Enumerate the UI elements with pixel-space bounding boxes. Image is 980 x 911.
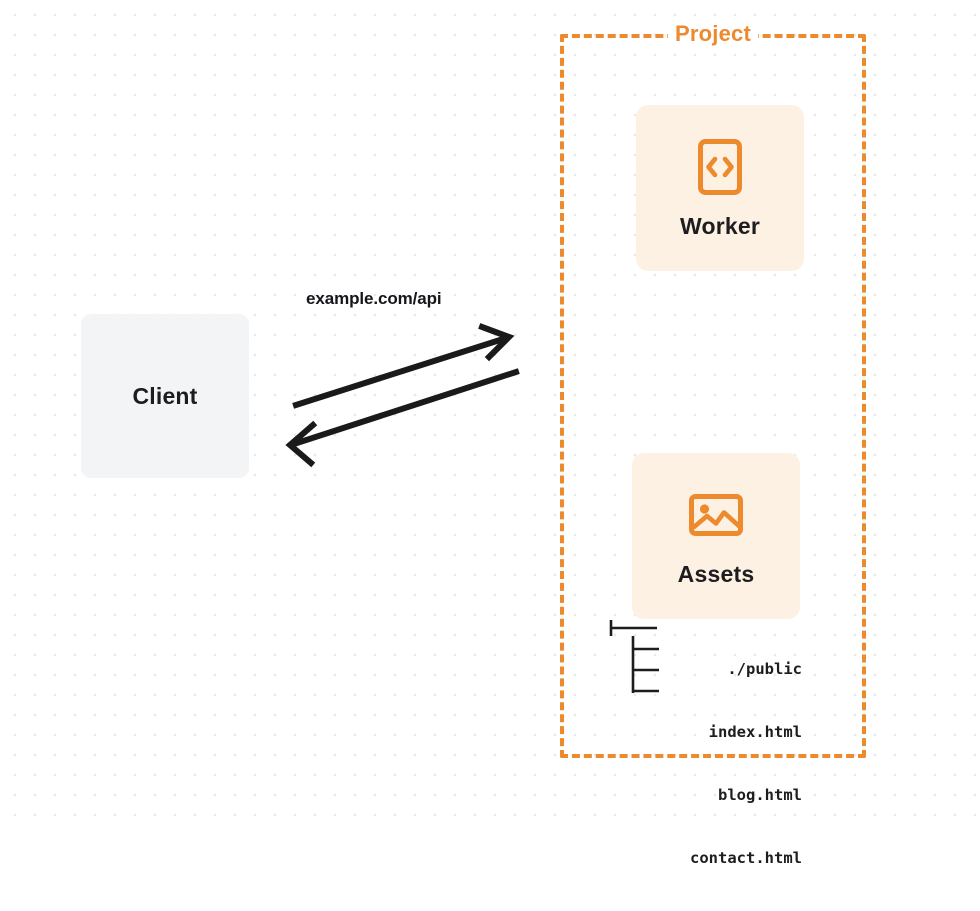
worker-node-label: Worker bbox=[679, 212, 761, 239]
response-arrow-icon bbox=[285, 368, 520, 468]
client-node-label: Client bbox=[132, 382, 198, 409]
client-node[interactable]: Client bbox=[81, 314, 249, 478]
connection-arrows bbox=[285, 323, 520, 468]
project-group-title: Project bbox=[668, 21, 758, 47]
file-tree: ./public index.html blog.html contact.ht… bbox=[597, 617, 802, 911]
request-arrow-icon bbox=[292, 323, 515, 409]
project-group: Project Worker Assets bbox=[560, 21, 866, 758]
image-icon bbox=[689, 493, 743, 536]
worker-node[interactable]: Worker bbox=[636, 105, 804, 271]
file-tree-item: index.html bbox=[708, 723, 802, 741]
diagram-canvas: Client example.com/api Project Worker bbox=[0, 0, 980, 867]
file-tree-connectors bbox=[609, 620, 659, 693]
file-tree-item: ./public bbox=[727, 660, 802, 678]
assets-node-label: Assets bbox=[677, 560, 755, 587]
assets-node[interactable]: Assets bbox=[632, 453, 800, 619]
file-tree-item: blog.html bbox=[718, 786, 802, 804]
code-brackets-icon bbox=[698, 138, 742, 195]
connection-label: example.com/api bbox=[306, 289, 442, 308]
file-tree-item: contact.html bbox=[690, 849, 802, 867]
